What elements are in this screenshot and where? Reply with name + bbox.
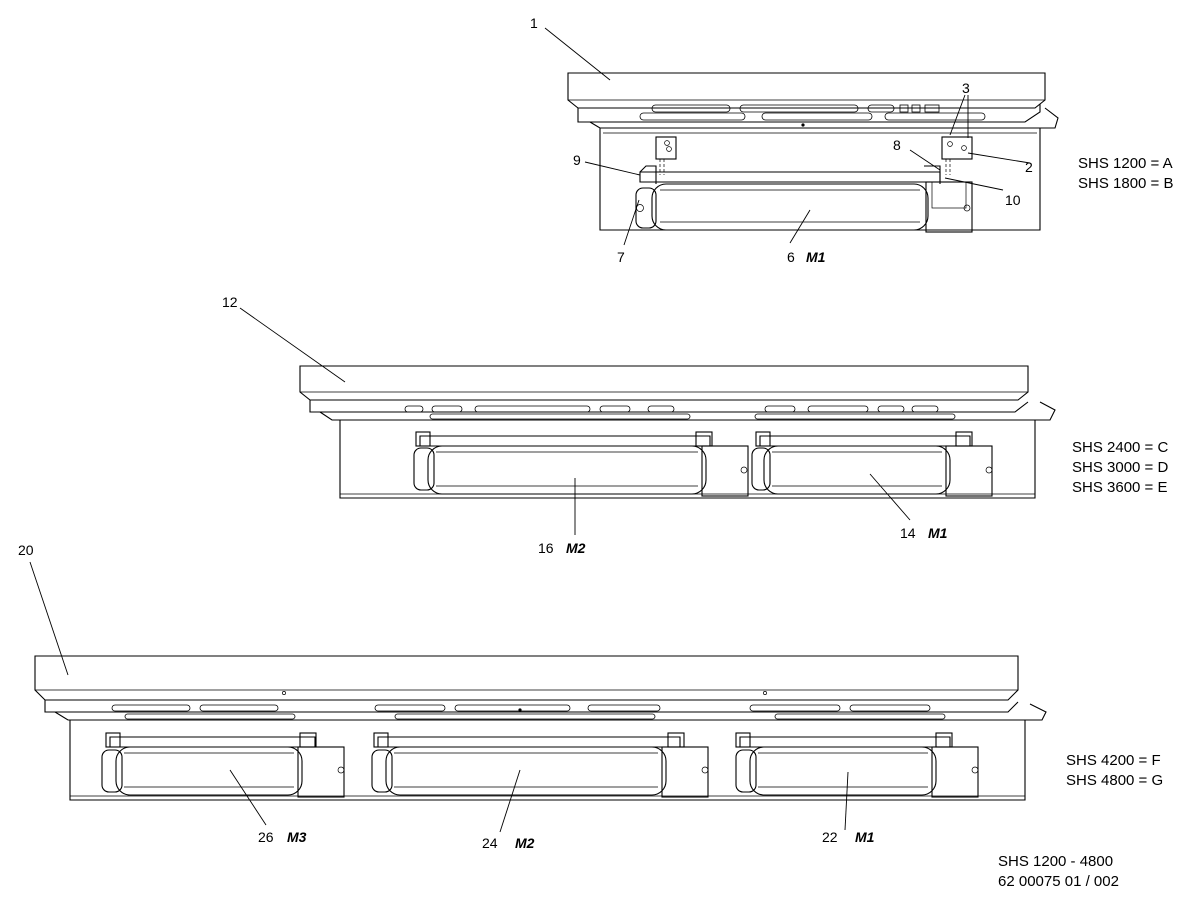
label-8: 8	[893, 137, 901, 153]
motor-label-m2-c: M2	[515, 835, 535, 851]
footer-doc-number: 62 00075 01 / 002	[998, 873, 1119, 890]
label-20: 20	[18, 542, 34, 558]
footer-range: SHS 1200 - 4800	[998, 853, 1113, 870]
label-3: 3	[962, 80, 970, 96]
label-10: 10	[1005, 192, 1021, 208]
assembly-2	[239, 307, 1056, 535]
label-2: 2	[1025, 159, 1033, 175]
fan-16	[413, 431, 749, 497]
label-24: 24	[482, 835, 498, 851]
motor-label-m3-c: M3	[287, 829, 307, 845]
label-26: 26	[258, 829, 274, 845]
housing-12	[299, 365, 1056, 499]
assembly-3	[29, 561, 1047, 833]
housing-1	[567, 72, 1059, 231]
fan-22	[735, 732, 979, 798]
fan-24	[371, 732, 709, 798]
variant-g: SHS 4800 = G	[1066, 772, 1163, 789]
fan-6	[635, 181, 973, 233]
label-16: 16	[538, 540, 554, 556]
motor-label-m1-b: M1	[928, 525, 948, 541]
variant-c: SHS 2400 = C	[1072, 439, 1168, 456]
motor-label-m1-a: M1	[806, 249, 826, 265]
label-12: 12	[222, 294, 238, 310]
variant-d: SHS 3000 = D	[1072, 459, 1168, 476]
label-22: 22	[822, 829, 838, 845]
fan-26	[101, 732, 345, 798]
assembly-1	[544, 27, 1059, 246]
variant-a: SHS 1200 = A	[1078, 155, 1173, 172]
bracket-right	[941, 136, 973, 175]
housing-20	[34, 655, 1047, 801]
fan-14	[751, 431, 993, 497]
motor-label-m1-c: M1	[855, 829, 875, 845]
motor-label-m2-b: M2	[566, 540, 586, 556]
bracket-left	[655, 136, 677, 175]
label-7: 7	[617, 249, 625, 265]
label-1: 1	[530, 15, 538, 31]
label-14: 14	[900, 525, 916, 541]
label-6: 6	[787, 249, 795, 265]
variant-f: SHS 4200 = F	[1066, 752, 1161, 769]
variant-e: SHS 3600 = E	[1072, 479, 1167, 496]
variant-b: SHS 1800 = B	[1078, 175, 1173, 192]
label-9: 9	[573, 152, 581, 168]
